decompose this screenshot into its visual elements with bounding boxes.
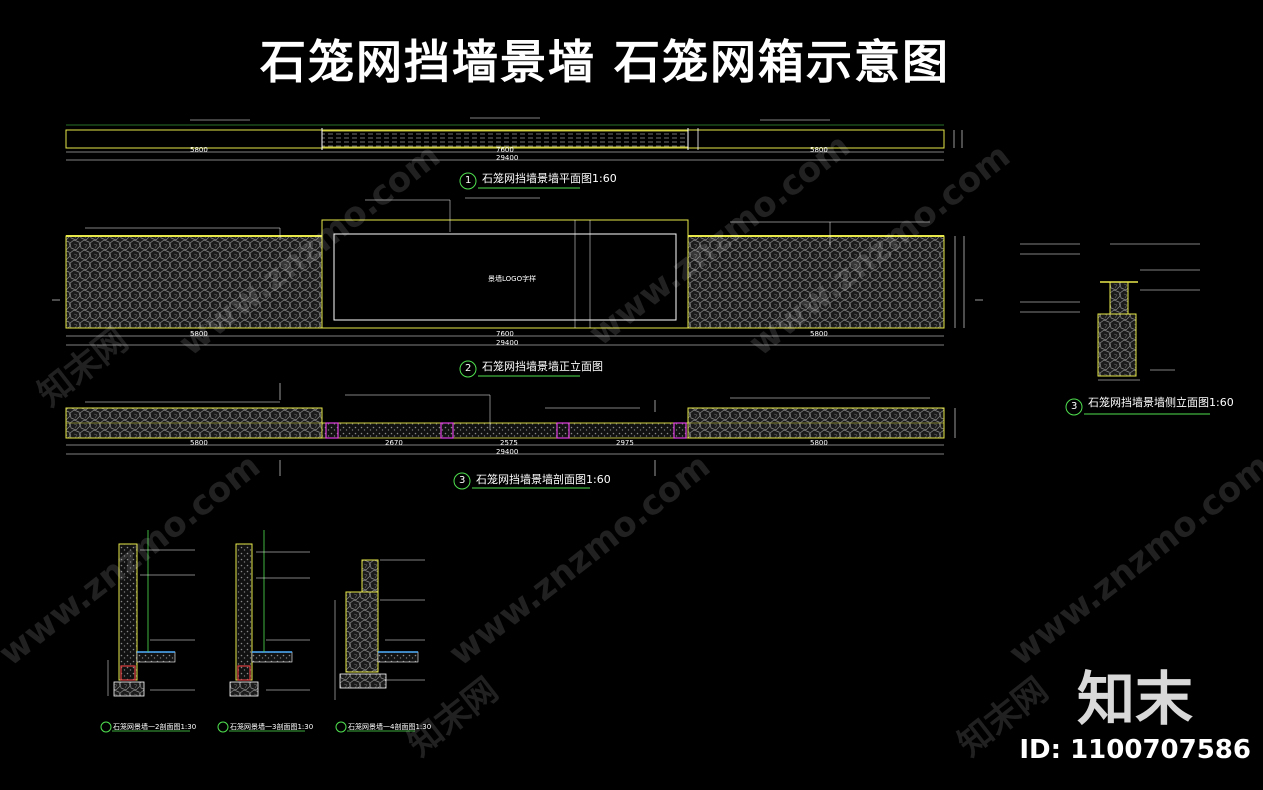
dim-total: 29400 bbox=[496, 154, 519, 162]
view-number: 1 bbox=[465, 175, 472, 186]
dim-total: 29400 bbox=[496, 339, 519, 347]
brand-logo: 知末 bbox=[1076, 665, 1193, 733]
dim-section-c: 2975 bbox=[616, 439, 634, 447]
front-elevation-view bbox=[52, 197, 983, 378]
view-number: 3 bbox=[459, 475, 466, 486]
detail-section-1 bbox=[100, 530, 195, 733]
side-elevation-view bbox=[1020, 243, 1210, 416]
dim-total: 29400 bbox=[496, 448, 519, 456]
center-panel-label: 景墙LOGO字样 bbox=[488, 275, 537, 283]
dim-mid: 7600 bbox=[496, 146, 514, 154]
detail-section-2 bbox=[217, 530, 310, 733]
drawing-title: 石笼网挡墙景墙 石笼网箱示意图 bbox=[259, 35, 950, 89]
view-number: 3 bbox=[1071, 401, 1078, 412]
dim-right: 5800 bbox=[810, 146, 828, 154]
plan-caption: 石笼网挡墙景墙平面图1:60 bbox=[482, 172, 617, 185]
detail-2-caption: 石笼网景墙一3剖面图1:30 bbox=[230, 723, 314, 731]
section-caption: 石笼网挡墙景墙剖面图1:60 bbox=[476, 473, 611, 486]
view-number: 2 bbox=[465, 363, 472, 374]
detail-3-caption: 石笼网景墙一4剖面图1:30 bbox=[348, 723, 432, 731]
dim-left: 5800 bbox=[190, 146, 208, 154]
plan-view bbox=[65, 117, 963, 190]
dim-mid: 7600 bbox=[496, 330, 514, 338]
document-id: ID: 1100707586 bbox=[1019, 735, 1251, 765]
front-elevation-caption: 石笼网挡墙景墙正立面图 bbox=[482, 360, 603, 373]
dim-left: 5800 bbox=[190, 330, 208, 338]
detail-section-3 bbox=[334, 559, 425, 733]
side-elevation-caption: 石笼网挡墙景墙侧立面图1:60 bbox=[1088, 396, 1234, 409]
dim-right: 5800 bbox=[810, 330, 828, 338]
dim-section-a: 2670 bbox=[385, 439, 403, 447]
dim-section-b: 2575 bbox=[500, 439, 518, 447]
detail-1-caption: 石笼网景墙一2剖面图1:30 bbox=[113, 723, 197, 731]
dim-left: 5800 bbox=[190, 439, 208, 447]
dim-right: 5800 bbox=[810, 439, 828, 447]
section-view bbox=[65, 383, 956, 490]
